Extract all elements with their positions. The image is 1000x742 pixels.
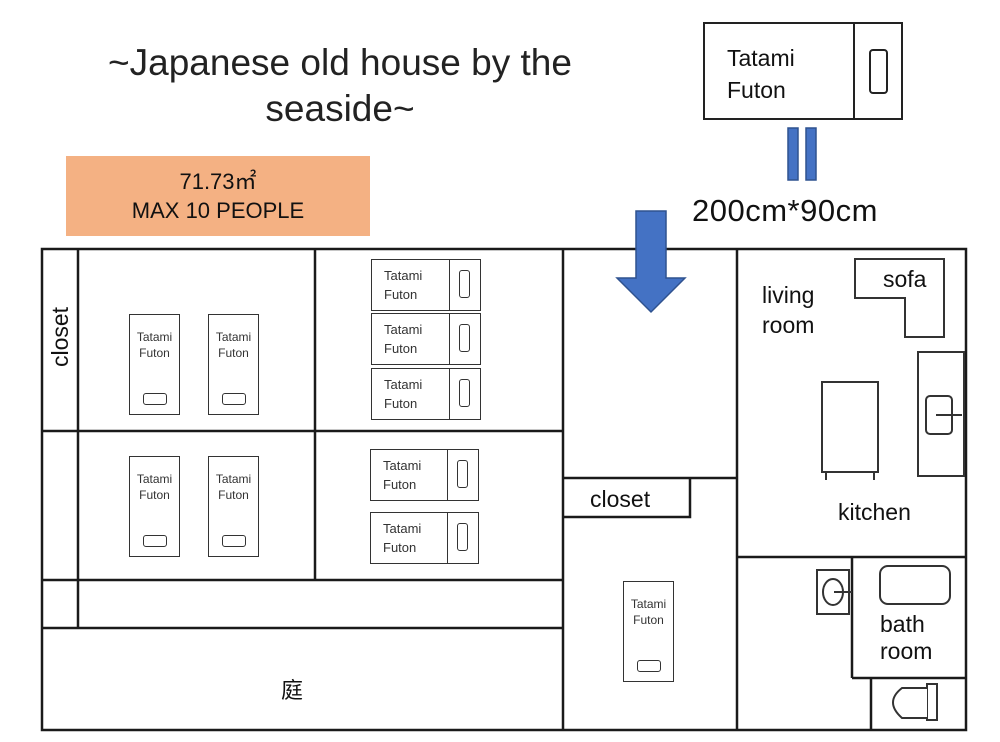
pillow-icon [459, 379, 470, 407]
legend-divider [853, 24, 855, 118]
pillow-icon [459, 324, 470, 352]
equals-icon [787, 127, 817, 181]
bath-room-label: bath room [880, 611, 932, 665]
living-room-label: living room [762, 280, 814, 340]
living-line-2: room [762, 312, 815, 338]
legend-dimensions: 200cm*90cm [692, 193, 878, 228]
sofa-label: sofa [883, 266, 927, 292]
washbasin-icon [816, 569, 852, 615]
pillow-icon [459, 270, 470, 298]
capacity-label: MAX 10 PEOPLE [131, 198, 305, 223]
pillow-icon [636, 660, 661, 672]
futon-divider [449, 369, 450, 419]
closet-center-label: closet [590, 486, 651, 512]
garden-label: 庭 [281, 678, 304, 703]
futon-divider [447, 450, 448, 500]
title-line-2: seaside~ [265, 88, 415, 129]
sink-icon [917, 351, 965, 477]
bathtub-icon [879, 565, 951, 605]
kitchen-label: kitchen [838, 499, 911, 525]
legend-line-1: Tatami [727, 45, 795, 71]
pillow-icon [869, 49, 888, 94]
pillow-icon [457, 523, 468, 551]
info-box: 71.73㎡ MAX 10 PEOPLE [66, 156, 370, 236]
outer-wall [40, 247, 968, 732]
kitchen-unit [821, 381, 879, 480]
bath-line-2: room [880, 638, 933, 664]
title-line-1: ~Japanese old house by the [108, 42, 572, 83]
page-title: ~Japanese old house by the seaside~ [40, 40, 640, 132]
futon-divider [447, 513, 448, 563]
futon-divider [449, 260, 450, 310]
toilet-icon [892, 683, 938, 721]
pillow-icon [221, 535, 246, 547]
bath-line-1: bath [880, 611, 925, 637]
pillow-icon [457, 460, 468, 488]
futon-divider [449, 314, 450, 364]
pillow-icon [142, 393, 167, 405]
living-line-1: living [762, 282, 815, 308]
legend-futon-text: Tatami Futon [727, 42, 795, 106]
legend-futon: Tatami Futon [703, 22, 903, 120]
sofa-shape [854, 258, 945, 338]
pillow-icon [221, 393, 246, 405]
closet-left-label: closet [47, 306, 73, 368]
down-arrow-icon [615, 210, 687, 314]
pillow-icon [142, 535, 167, 547]
area-label: 71.73㎡ [179, 169, 257, 194]
legend-line-2: Futon [727, 77, 786, 103]
